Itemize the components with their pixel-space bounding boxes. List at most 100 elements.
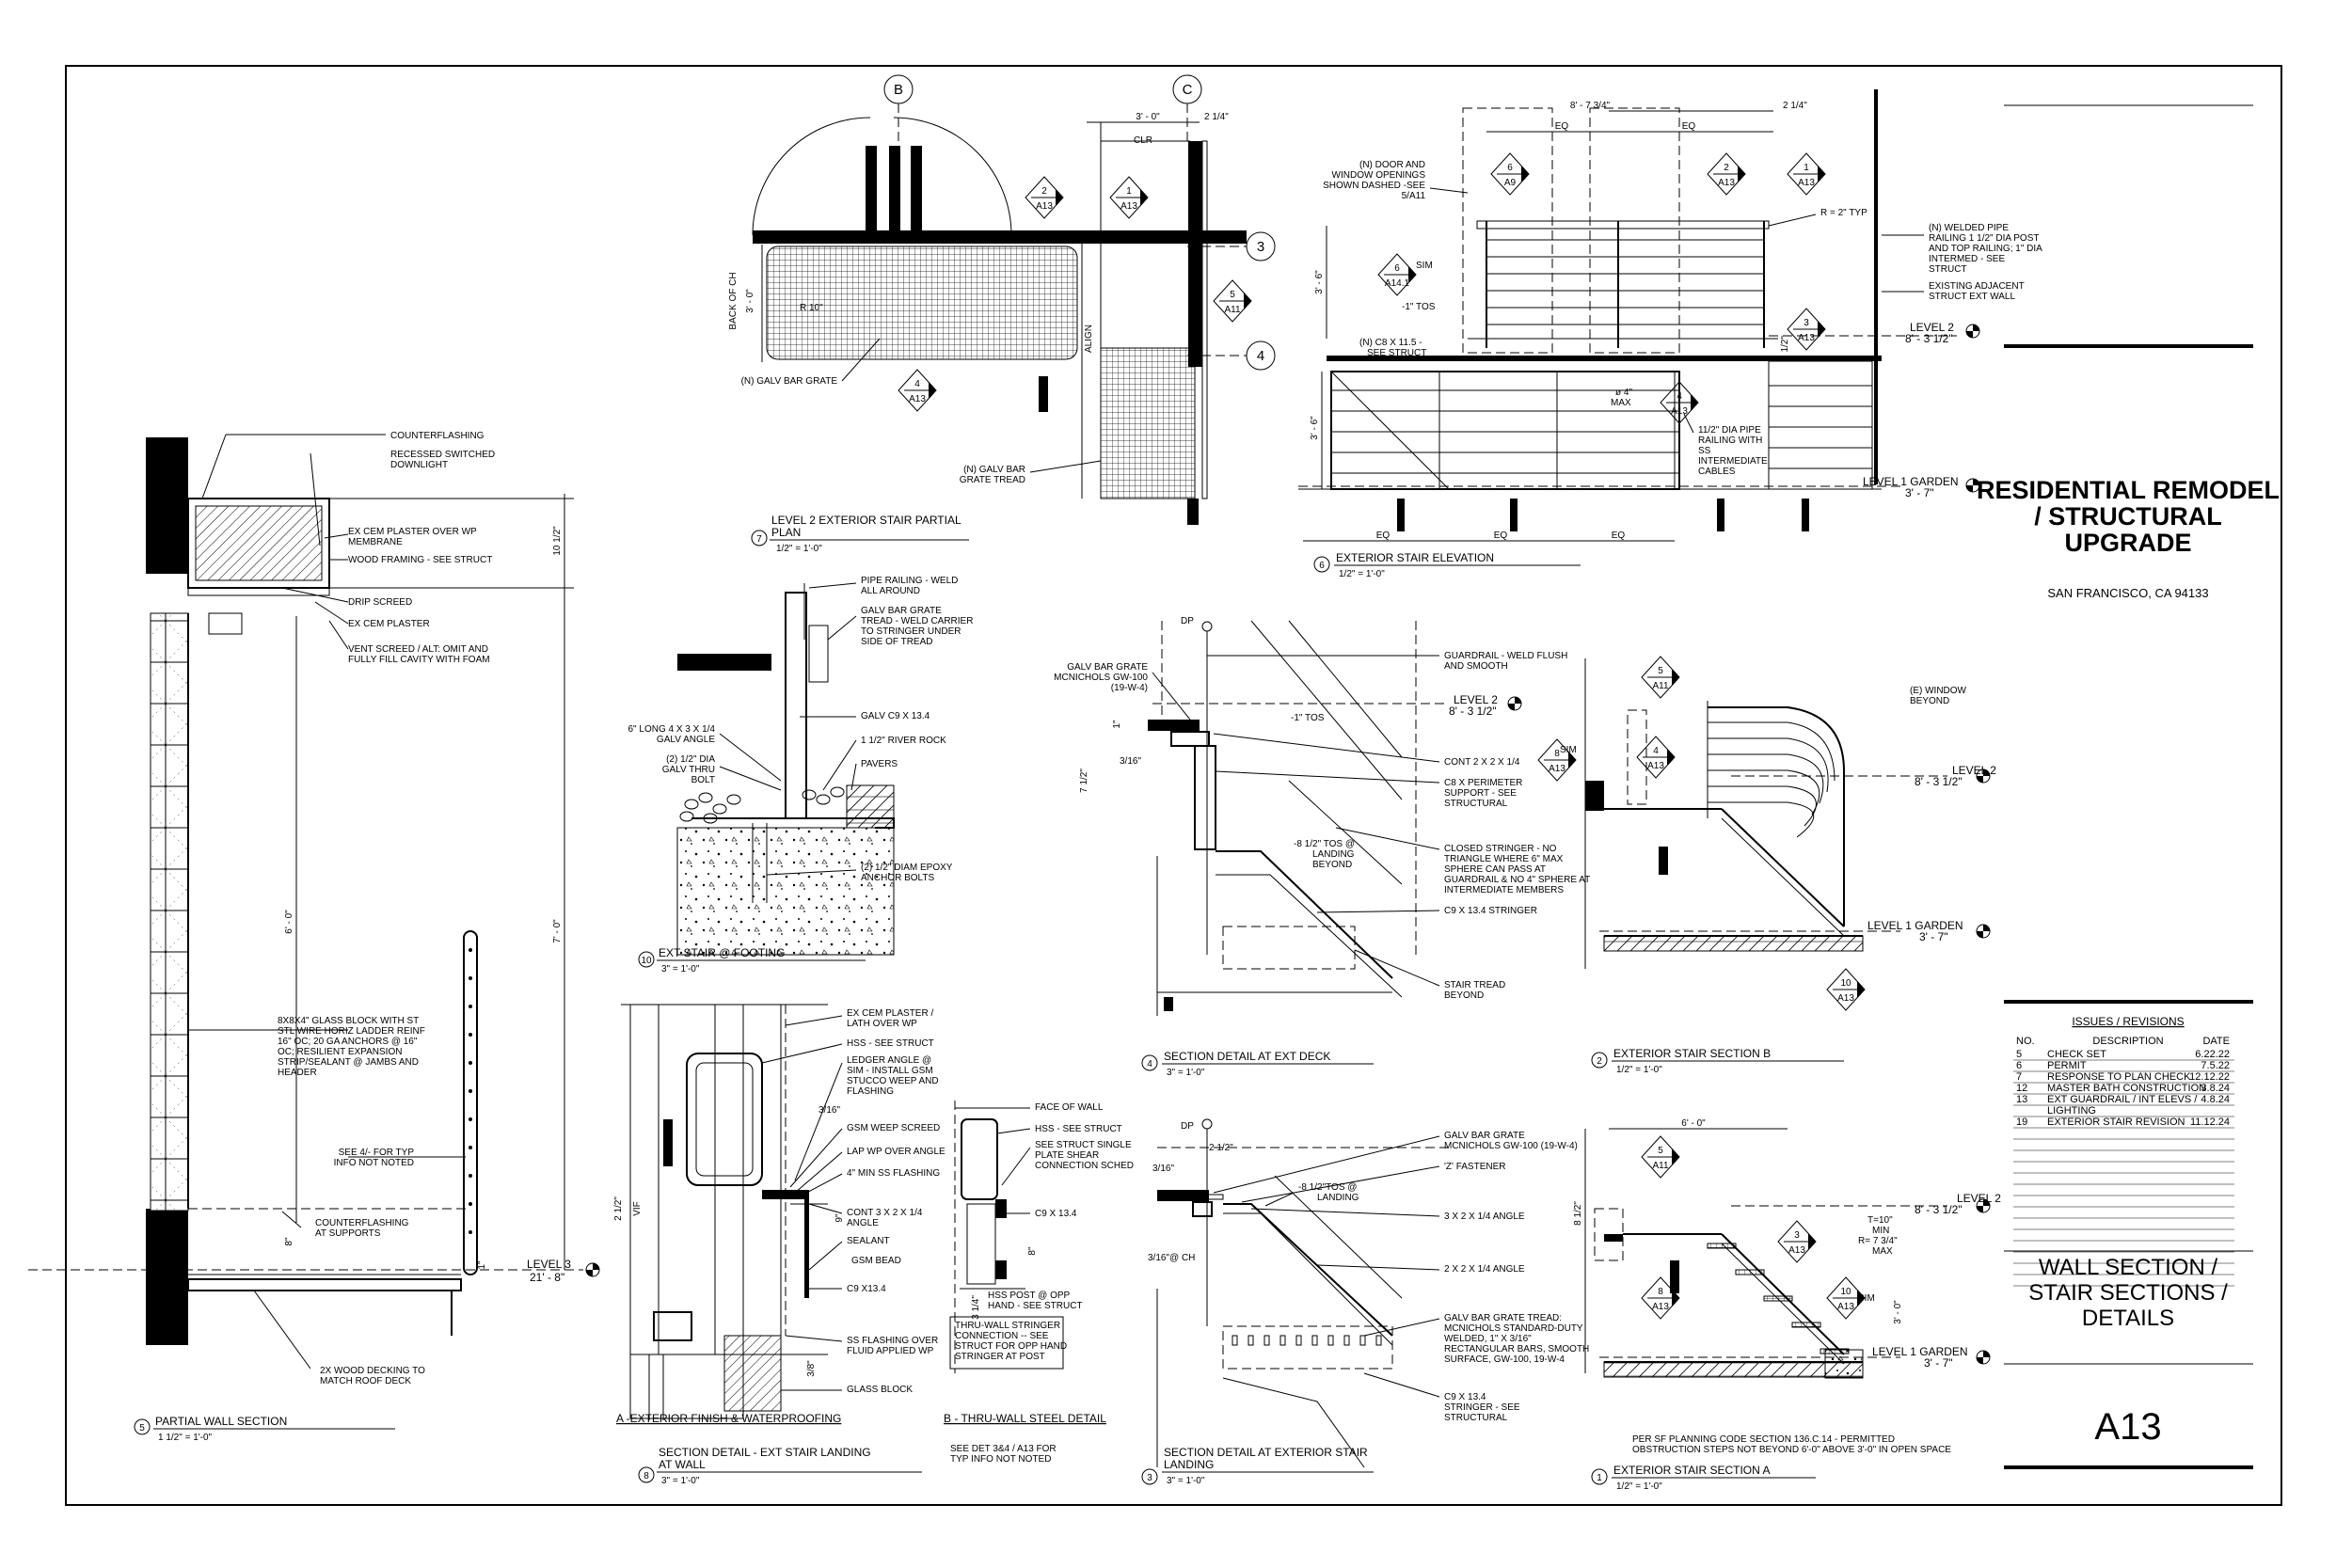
- grate-bar: [1263, 1335, 1270, 1346]
- grid-3-bubble: 3: [1246, 231, 1276, 261]
- svg-text:SECTION DETAIL AT EXTERIOR STA: SECTION DETAIL AT EXTERIOR STAIR: [1164, 1446, 1368, 1459]
- svg-text:2 1/4": 2 1/4": [1204, 112, 1229, 122]
- svg-text:A9: A9: [1504, 178, 1517, 188]
- svg-text:RAILING 1 1/2" DIA POST: RAILING 1 1/2" DIA POST: [1929, 233, 2039, 244]
- svg-text:3' - 6": 3' - 6": [1314, 270, 1325, 294]
- d1-level2-datum-icon: [1976, 1198, 1991, 1213]
- project-title-line1: RESIDENTIAL REMODEL: [1977, 476, 2280, 504]
- ws-dim-8: 8": [284, 1237, 294, 1246]
- svg-text:GALV BAR GRATE: GALV BAR GRATE: [1067, 662, 1148, 673]
- post-footing: [1717, 499, 1724, 531]
- d1-level2-label: LEVEL 2: [1957, 1192, 2001, 1205]
- svg-text:GLASS BLOCK: GLASS BLOCK: [847, 1385, 913, 1395]
- svg-text:MCNICHOLS STANDARD-DUTY: MCNICHOLS STANDARD-DUTY: [1444, 1323, 1583, 1334]
- grate-bar: [1295, 1335, 1302, 1346]
- railing-bar: [1708, 801, 1815, 838]
- sub-a-title: A -EXTERIOR FINISH & WATERPROOFING: [616, 1412, 841, 1425]
- svg-text:EQ: EQ: [1682, 121, 1696, 132]
- svg-text:AND TOP RAILING; 1" DIA: AND TOP RAILING; 1" DIA: [1929, 244, 2042, 254]
- post-footing: [1802, 499, 1809, 531]
- svg-text:HEADER: HEADER: [278, 1068, 317, 1078]
- svg-text:PAVERS: PAVERS: [861, 759, 898, 769]
- svg-text:EQ: EQ: [1555, 121, 1569, 132]
- rail-fastener: [469, 1146, 472, 1149]
- svg-text:MCNICHOLS GW-100: MCNICHOLS GW-100: [1054, 673, 1148, 683]
- grid-4-bubble: 4: [1246, 341, 1276, 371]
- revision-no: 13: [2016, 1094, 2027, 1105]
- svg-text:3/16": 3/16": [1152, 1164, 1174, 1174]
- grate-bar: [1248, 1335, 1254, 1346]
- revision-desc: LIGHTING: [2047, 1105, 2096, 1117]
- svg-text:C9 X 13.4: C9 X 13.4: [1444, 1392, 1486, 1402]
- svg-text:A11: A11: [1224, 305, 1240, 315]
- svg-text:8: 8: [1554, 749, 1560, 759]
- svg-text:A14.1: A14.1: [1385, 278, 1410, 289]
- detail-2-stair-section-b: (E) WINDOW BEYOND SIM LEVEL 2 8' - 3 1/2…: [1560, 658, 1996, 1075]
- ws-note-excem: EX CEM PLASTER OVER WP: [348, 527, 477, 537]
- svg-text:BOLT: BOLT: [691, 775, 715, 785]
- svg-text:ALIGN: ALIGN: [1084, 325, 1094, 353]
- svg-text:2: 2: [1041, 186, 1047, 197]
- revision-no: 19: [2016, 1117, 2027, 1128]
- svg-text:A13: A13: [1798, 333, 1815, 343]
- svg-text:3' - 7": 3' - 7": [1905, 486, 1934, 499]
- svg-text:HSS - SEE STRUCT: HSS - SEE STRUCT: [847, 1038, 934, 1049]
- svg-text:1 1/2" = 1'-0": 1 1/2" = 1'-0": [158, 1433, 213, 1443]
- svg-text:STUCCO WEEP AND: STUCCO WEEP AND: [847, 1076, 939, 1086]
- post-footing: [1397, 499, 1405, 531]
- svg-text:'Z' FASTENER: 'Z' FASTENER: [1444, 1162, 1506, 1172]
- ws-dim-7-0: 7' - 0": [552, 919, 563, 943]
- svg-text:WINDOW OPENINGS: WINDOW OPENINGS: [1332, 170, 1426, 181]
- detail-2-title: 2 EXTERIOR STAIR SECTION B 1/2" = 1'-0": [1591, 1047, 1844, 1075]
- svg-text:SHOWN DASHED -SEE: SHOWN DASHED -SEE: [1323, 181, 1425, 191]
- railing-bar: [1708, 721, 1836, 782]
- sheet-title-line3: DETAILS: [2082, 1306, 2174, 1331]
- svg-text:1: 1: [1804, 163, 1809, 173]
- svg-text:4" MIN SS FLASHING: 4" MIN SS FLASHING: [847, 1168, 940, 1179]
- svg-text:4: 4: [1677, 391, 1682, 402]
- rail-fastener: [469, 1005, 472, 1008]
- svg-text:8": 8": [1027, 1246, 1038, 1256]
- svg-text:3' - 7": 3' - 7": [1924, 1356, 1953, 1370]
- svg-text:C9 X13.4: C9 X13.4: [847, 1284, 886, 1294]
- project-title-line3: UPGRADE: [2064, 529, 2191, 557]
- svg-text:A13: A13: [1718, 178, 1735, 188]
- svg-text:CABLES: CABLES: [1698, 467, 1736, 477]
- svg-text:3/16": 3/16": [1120, 756, 1141, 767]
- detail-5-title: 5 PARTIAL WALL SECTION 1 1/2" = 1'-0": [134, 1415, 395, 1443]
- svg-text:8 1/2": 8 1/2": [1573, 1201, 1583, 1226]
- svg-text:1: 1: [1126, 186, 1132, 197]
- svg-text:PLATE SHEAR: PLATE SHEAR: [1035, 1150, 1099, 1161]
- svg-text:3" = 1'-0": 3" = 1'-0": [661, 1476, 700, 1486]
- d1-level1-label: LEVEL 1 GARDEN: [1872, 1345, 1968, 1358]
- svg-text:C: C: [1183, 82, 1193, 98]
- svg-text:B: B: [894, 82, 903, 98]
- detail-1-title: 1 EXTERIOR STAIR SECTION A 1/2" = 1'-0": [1591, 1464, 1816, 1492]
- svg-text:3: 3: [1804, 318, 1809, 328]
- svg-text:ø 4": ø 4": [1615, 388, 1632, 398]
- svg-text:6' - 0": 6' - 0": [1681, 1118, 1706, 1129]
- svg-text:EXTERIOR STAIR SECTION B: EXTERIOR STAIR SECTION B: [1613, 1047, 1771, 1060]
- railing-bar: [1708, 785, 1817, 827]
- svg-text:CONNECTION SCHED: CONNECTION SCHED: [1035, 1161, 1134, 1171]
- elev-level2-datum-icon: [1965, 324, 1980, 339]
- section-marker-icon: 6A9: [1490, 152, 1530, 196]
- grate-bar: [1311, 1335, 1318, 1346]
- svg-text:SIDE OF TREAD: SIDE OF TREAD: [861, 637, 933, 647]
- ws-note-see: SEE 4/- FOR TYP: [339, 1148, 415, 1158]
- svg-text:EQ: EQ: [1376, 531, 1391, 541]
- svg-text:1/2" = 1'-0": 1/2" = 1'-0": [1616, 1481, 1662, 1492]
- svg-text:SEE DET 3&4 / A13 FOR: SEE DET 3&4 / A13 FOR: [950, 1444, 1057, 1454]
- svg-text:DP: DP: [1181, 1121, 1194, 1132]
- svg-text:7 1/2": 7 1/2": [1079, 768, 1089, 793]
- svg-text:MAX: MAX: [1872, 1246, 1893, 1257]
- railing-bar: [1708, 753, 1824, 804]
- rail-fastener: [469, 948, 472, 952]
- svg-text:MEMBRANE: MEMBRANE: [348, 537, 403, 547]
